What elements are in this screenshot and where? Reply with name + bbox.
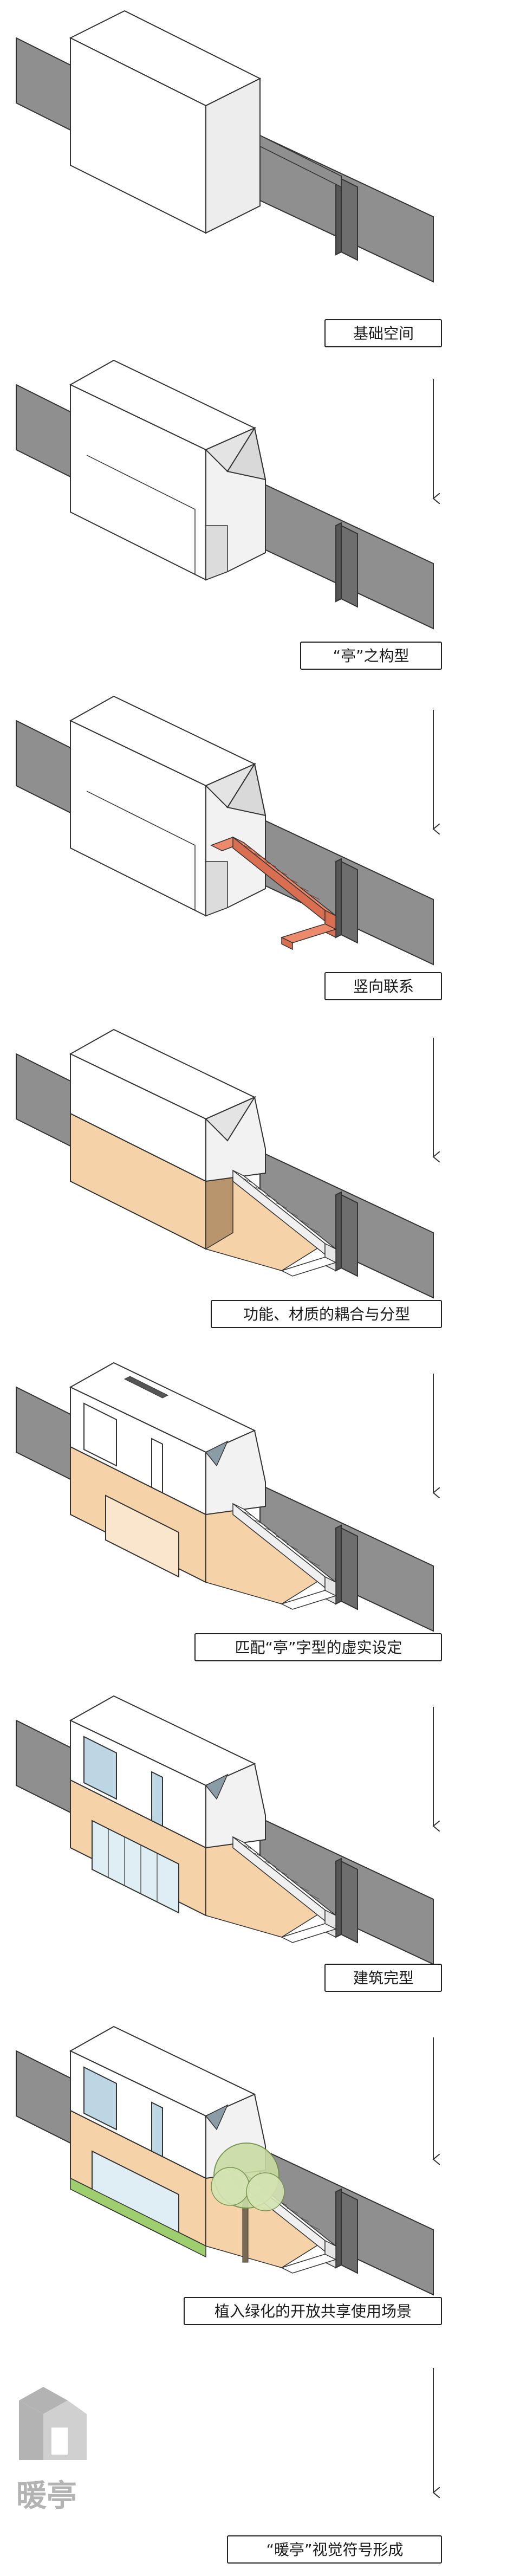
logo-text: 暖亭	[16, 2478, 77, 2514]
step-6-diagram	[16, 1695, 434, 1965]
step-4-caption: 功能、材质的耦合与分型	[211, 1300, 442, 1328]
step-1-caption: 基础空间	[324, 319, 442, 347]
step-8-caption: “暖亭”视觉符号形成	[227, 2535, 442, 2564]
step-3-diagram	[16, 696, 434, 965]
step-3-caption: 竖向联系	[324, 972, 442, 1000]
step-2-caption: “亭”之构型	[300, 642, 442, 670]
nuanting-logo: 暖亭	[16, 2387, 87, 2514]
step-7-diagram	[16, 2025, 434, 2295]
caption-2: “亭”之构型	[333, 647, 409, 665]
step-4-diagram	[16, 1028, 434, 1298]
caption-3: 竖向联系	[353, 978, 414, 995]
caption-6: 建筑完型	[353, 1969, 414, 1987]
step-1-diagram	[16, 10, 434, 282]
step-2-diagram	[16, 360, 434, 629]
step-6-caption: 建筑完型	[324, 1964, 442, 1992]
caption-8: “暖亭”视觉符号形成	[266, 2541, 403, 2559]
caption-1: 基础空间	[353, 325, 414, 342]
step-5-caption: 匹配“亭”字型的虚实设定	[194, 1633, 442, 1661]
step-7-caption: 植入绿化的开放共享使用场景	[184, 2297, 442, 2325]
caption-7: 植入绿化的开放共享使用场景	[214, 2302, 412, 2320]
step-5-diagram	[16, 1362, 434, 1632]
caption-4: 功能、材质的耦合与分型	[243, 1305, 410, 1323]
caption-5: 匹配“亭”字型的虚实设定	[235, 1639, 402, 1656]
